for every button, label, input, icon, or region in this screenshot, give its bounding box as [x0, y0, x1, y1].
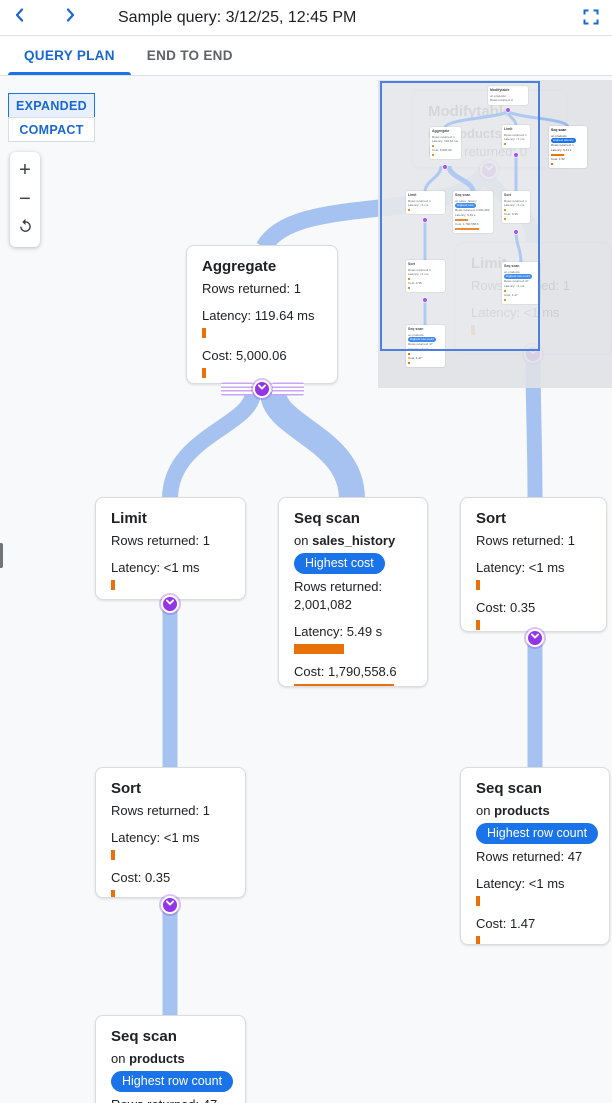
node-table: on sales_history	[294, 533, 396, 548]
node-latency: Latency: <1 ms	[476, 560, 565, 575]
chevron-right-icon	[61, 6, 79, 29]
plan-node-seq-scan-products-right[interactable]: Seq scan on products Highest row count R…	[460, 767, 610, 945]
page-title: Sample query: 3/12/25, 12:45 PM	[118, 8, 357, 26]
plan-node-limit[interactable]: Limit Rows returned: 1 Latency: <1 ms	[95, 497, 246, 600]
node-cost: Cost: 1,790,558.6	[294, 664, 397, 679]
node-cost: Cost: 1.47	[476, 916, 536, 931]
latency-bar	[111, 850, 115, 860]
compact-button[interactable]: COMPACT	[8, 117, 95, 142]
node-title: Seq scan	[476, 780, 542, 797]
collapse-node-button[interactable]	[526, 629, 544, 647]
node-title: Sort	[476, 510, 506, 527]
tab-bar: QUERY PLAN END TO END	[0, 36, 612, 76]
node-table: on products	[476, 803, 550, 818]
rotate-left-icon	[17, 217, 34, 240]
chevron-down-circle-icon	[163, 896, 177, 915]
minimap-node-sort-right: Sort Rows returned: 1 Latency: <1 ms Cos…	[502, 191, 530, 223]
cost-bar	[294, 684, 394, 686]
node-rows: Rows returned: 47	[476, 849, 583, 864]
plan-node-sort-right[interactable]: Sort Rows returned: 1 Latency: <1 ms Cos…	[460, 497, 607, 632]
plan-node-seq-scan-products-bottom[interactable]: Seq scan on products Highest row count R…	[95, 1015, 246, 1103]
minimap-node-limit-left: Limit Rows returned: 1 Latency: <1 ms	[406, 191, 445, 215]
node-cost: Cost: 0.35	[111, 870, 171, 885]
node-latency: Latency: 5.49 s	[294, 624, 383, 639]
plan-node-sort-left[interactable]: Sort Rows returned: 1 Latency: <1 ms Cos…	[95, 767, 246, 898]
node-latency: Latency: <1 ms	[111, 830, 200, 845]
node-latency: Latency: 119.64 ms	[202, 308, 315, 323]
node-rows: Rows returned: 1	[111, 803, 210, 818]
next-sample-button[interactable]	[50, 0, 90, 36]
latency-bar	[476, 896, 480, 906]
minimap-node-seq-scan-far-right: Seq scan on products Highest latency Row…	[549, 126, 587, 168]
highest-row-count-badge: Highest row count	[111, 1071, 234, 1092]
minimap-node-sort-left: Sort Rows returned: 1 Latency: <1 ms Cos…	[406, 260, 445, 292]
minimap-node-limit-top: Limit Rows returned: 1 Latency: <1 ms	[502, 125, 530, 149]
cost-bar	[202, 368, 206, 378]
minimap-viewport-rect[interactable]	[380, 81, 540, 351]
cost-bar	[111, 890, 115, 897]
cost-bar	[476, 936, 480, 944]
chevron-down-circle-icon	[528, 629, 542, 648]
collapse-stripes	[221, 382, 253, 396]
query-header: Sample query: 3/12/25, 12:45 PM	[0, 0, 612, 36]
expanded-button[interactable]: EXPANDED	[8, 93, 95, 118]
chevron-left-icon	[11, 6, 29, 29]
chevron-down-circle-icon	[255, 380, 269, 399]
plan-node-aggregate[interactable]: Aggregate Rows returned: 1 Latency: 119.…	[186, 245, 338, 384]
chevron-down-circle-icon	[163, 595, 177, 614]
collapse-node-button[interactable]	[253, 380, 271, 398]
node-cost: Cost: 5,000.06	[202, 348, 287, 363]
node-rows: Rows returned: 1	[202, 281, 301, 296]
collapse-node-button[interactable]	[161, 896, 179, 914]
cost-bar	[476, 620, 480, 630]
node-title: Aggregate	[202, 258, 277, 275]
node-rows: Rows returned: 47	[111, 1096, 230, 1103]
zoom-controls: + −	[10, 152, 40, 247]
node-cost: Cost: 0.35	[476, 600, 536, 615]
node-title: Seq scan	[111, 1028, 177, 1045]
node-rows: Rows returned: 1	[111, 533, 210, 548]
node-title: Seq scan	[294, 510, 360, 527]
node-rows: Rows returned: 1	[476, 533, 575, 548]
collapse-stripes	[272, 382, 304, 396]
highest-cost-badge: Highest cost	[294, 553, 385, 574]
latency-bar	[476, 580, 480, 590]
fullscreen-button[interactable]	[578, 6, 604, 32]
node-title: Sort	[111, 780, 141, 797]
previous-sample-button[interactable]	[0, 0, 40, 36]
minimap-node-modifytable: Modifytable on products Rows returned: 0	[488, 86, 528, 106]
latency-bar	[294, 644, 344, 654]
query-plan-canvas[interactable]: Modifytable on products Rows returned: 0…	[0, 76, 612, 1103]
reset-view-button[interactable]	[10, 214, 40, 243]
view-mode-toggle: EXPANDED COMPACT	[8, 93, 95, 142]
fullscreen-icon	[583, 9, 599, 30]
latency-bar	[111, 580, 115, 590]
minimap[interactable]: Modifytable on products Rows returned: 0…	[378, 80, 612, 388]
minimap-node-aggregate: Aggregate Rows returned: 1 Latency: 119.…	[430, 127, 461, 159]
latency-bar	[202, 328, 206, 338]
node-table: on products	[111, 1051, 185, 1066]
panel-resize-handle[interactable]	[0, 543, 3, 568]
tab-end-to-end[interactable]: END TO END	[146, 48, 233, 63]
highest-row-count-badge: Highest row count	[476, 823, 599, 844]
minimap-node-seq-scan-products-right: Seq scan on products Highest row count R…	[502, 262, 540, 304]
node-title: Limit	[111, 510, 147, 527]
tab-query-plan[interactable]: QUERY PLAN	[8, 36, 131, 75]
minimap-node-seq-scan-sales: Seq scan on sales_history Highest cost R…	[453, 191, 493, 233]
plan-node-seq-scan-sales-history[interactable]: Seq scan on sales_history Highest cost R…	[278, 497, 428, 687]
collapse-node-button[interactable]	[161, 595, 179, 613]
node-rows: Rows returned: 2,001,082	[294, 579, 383, 612]
node-latency: Latency: <1 ms	[476, 876, 565, 891]
zoom-out-button[interactable]: −	[19, 188, 31, 210]
zoom-in-button[interactable]: +	[19, 159, 31, 181]
node-latency: Latency: <1 ms	[111, 560, 200, 575]
